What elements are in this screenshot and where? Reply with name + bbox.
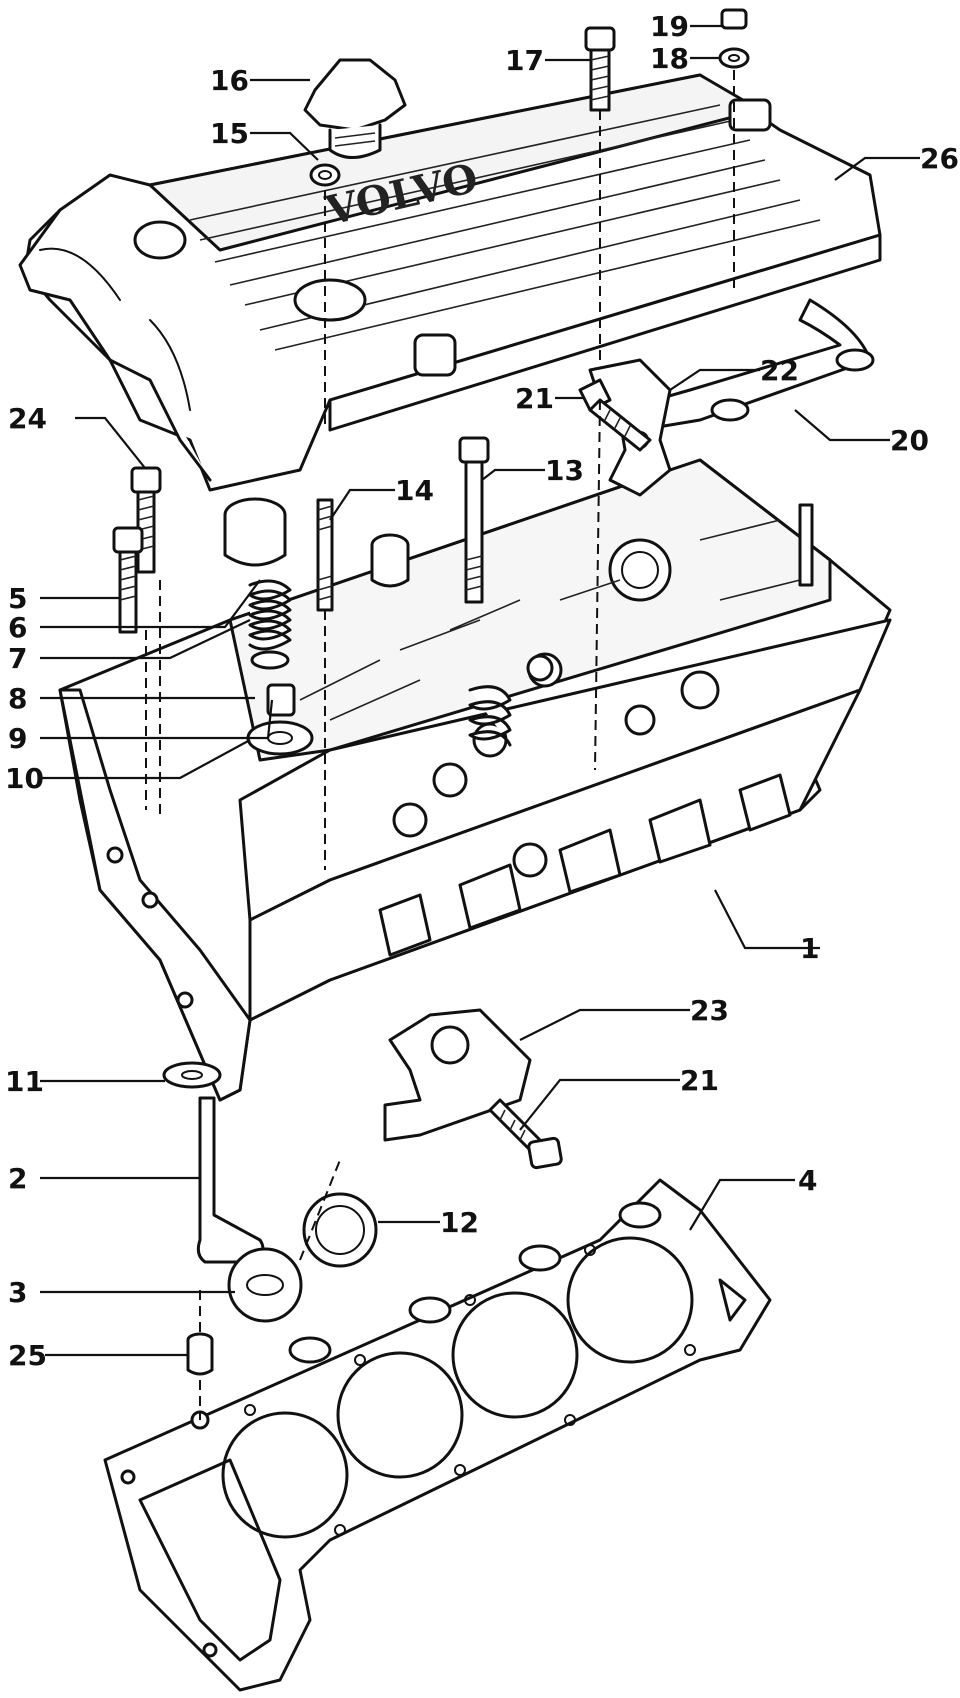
callout-20: 20 xyxy=(890,424,929,457)
bracket-bolt-lower xyxy=(488,1098,563,1170)
callout-15: 15 xyxy=(210,117,249,150)
valve-seat-insert xyxy=(227,1247,303,1323)
callout-13: 13 xyxy=(545,454,584,487)
tappet-loose xyxy=(370,533,410,588)
valve-cover: VOLVO xyxy=(18,73,882,492)
oil-filler-cap xyxy=(303,58,407,159)
callout-6: 6 xyxy=(8,611,27,644)
dowel xyxy=(186,1332,214,1376)
callout-21-lower: 21 xyxy=(680,1064,719,1097)
callout-21-upper: 21 xyxy=(515,382,554,415)
valve xyxy=(196,1096,265,1264)
callout-9: 9 xyxy=(8,722,27,755)
nut xyxy=(720,8,748,30)
callout-18: 18 xyxy=(650,42,689,75)
callout-22: 22 xyxy=(760,354,799,387)
callout-5: 5 xyxy=(8,582,27,615)
callout-labels: 1 2 3 4 5 6 7 8 9 10 11 12 13 14 15 16 1… xyxy=(5,10,959,1372)
callout-4: 4 xyxy=(798,1164,817,1197)
callout-1: 1 xyxy=(800,932,819,965)
callout-12: 12 xyxy=(440,1206,479,1239)
head-gasket xyxy=(103,1178,772,1692)
callout-17: 17 xyxy=(505,44,544,77)
stud xyxy=(316,498,334,612)
cover-bolt xyxy=(584,26,616,112)
callout-14: 14 xyxy=(395,474,434,507)
callout-24: 24 xyxy=(8,402,47,435)
callout-23: 23 xyxy=(690,994,729,1027)
callout-19: 19 xyxy=(650,10,689,43)
callout-8: 8 xyxy=(8,682,27,715)
seat-ring xyxy=(302,1192,378,1268)
head-bolt xyxy=(458,436,490,604)
bracket-bolt-upper xyxy=(578,378,652,452)
callout-16: 16 xyxy=(210,64,249,97)
valve-spring-installed xyxy=(468,654,554,747)
bolt-5 xyxy=(112,526,144,634)
leader-lines xyxy=(40,24,920,1357)
callout-10: 10 xyxy=(5,762,44,795)
filler-seal xyxy=(309,163,341,187)
callout-2: 2 xyxy=(8,1162,27,1195)
callout-3: 3 xyxy=(8,1276,27,1309)
valve-stem-seal xyxy=(162,1061,222,1089)
callout-25: 25 xyxy=(8,1339,47,1372)
callout-7: 7 xyxy=(8,642,27,675)
callout-26: 26 xyxy=(920,142,959,175)
valve-spring xyxy=(248,579,292,651)
callout-11: 11 xyxy=(5,1065,44,1098)
spring-seat xyxy=(250,650,290,670)
tappet xyxy=(223,497,287,567)
assembly-axes xyxy=(145,70,735,1420)
washer xyxy=(718,47,750,69)
valve-guide xyxy=(266,683,296,717)
